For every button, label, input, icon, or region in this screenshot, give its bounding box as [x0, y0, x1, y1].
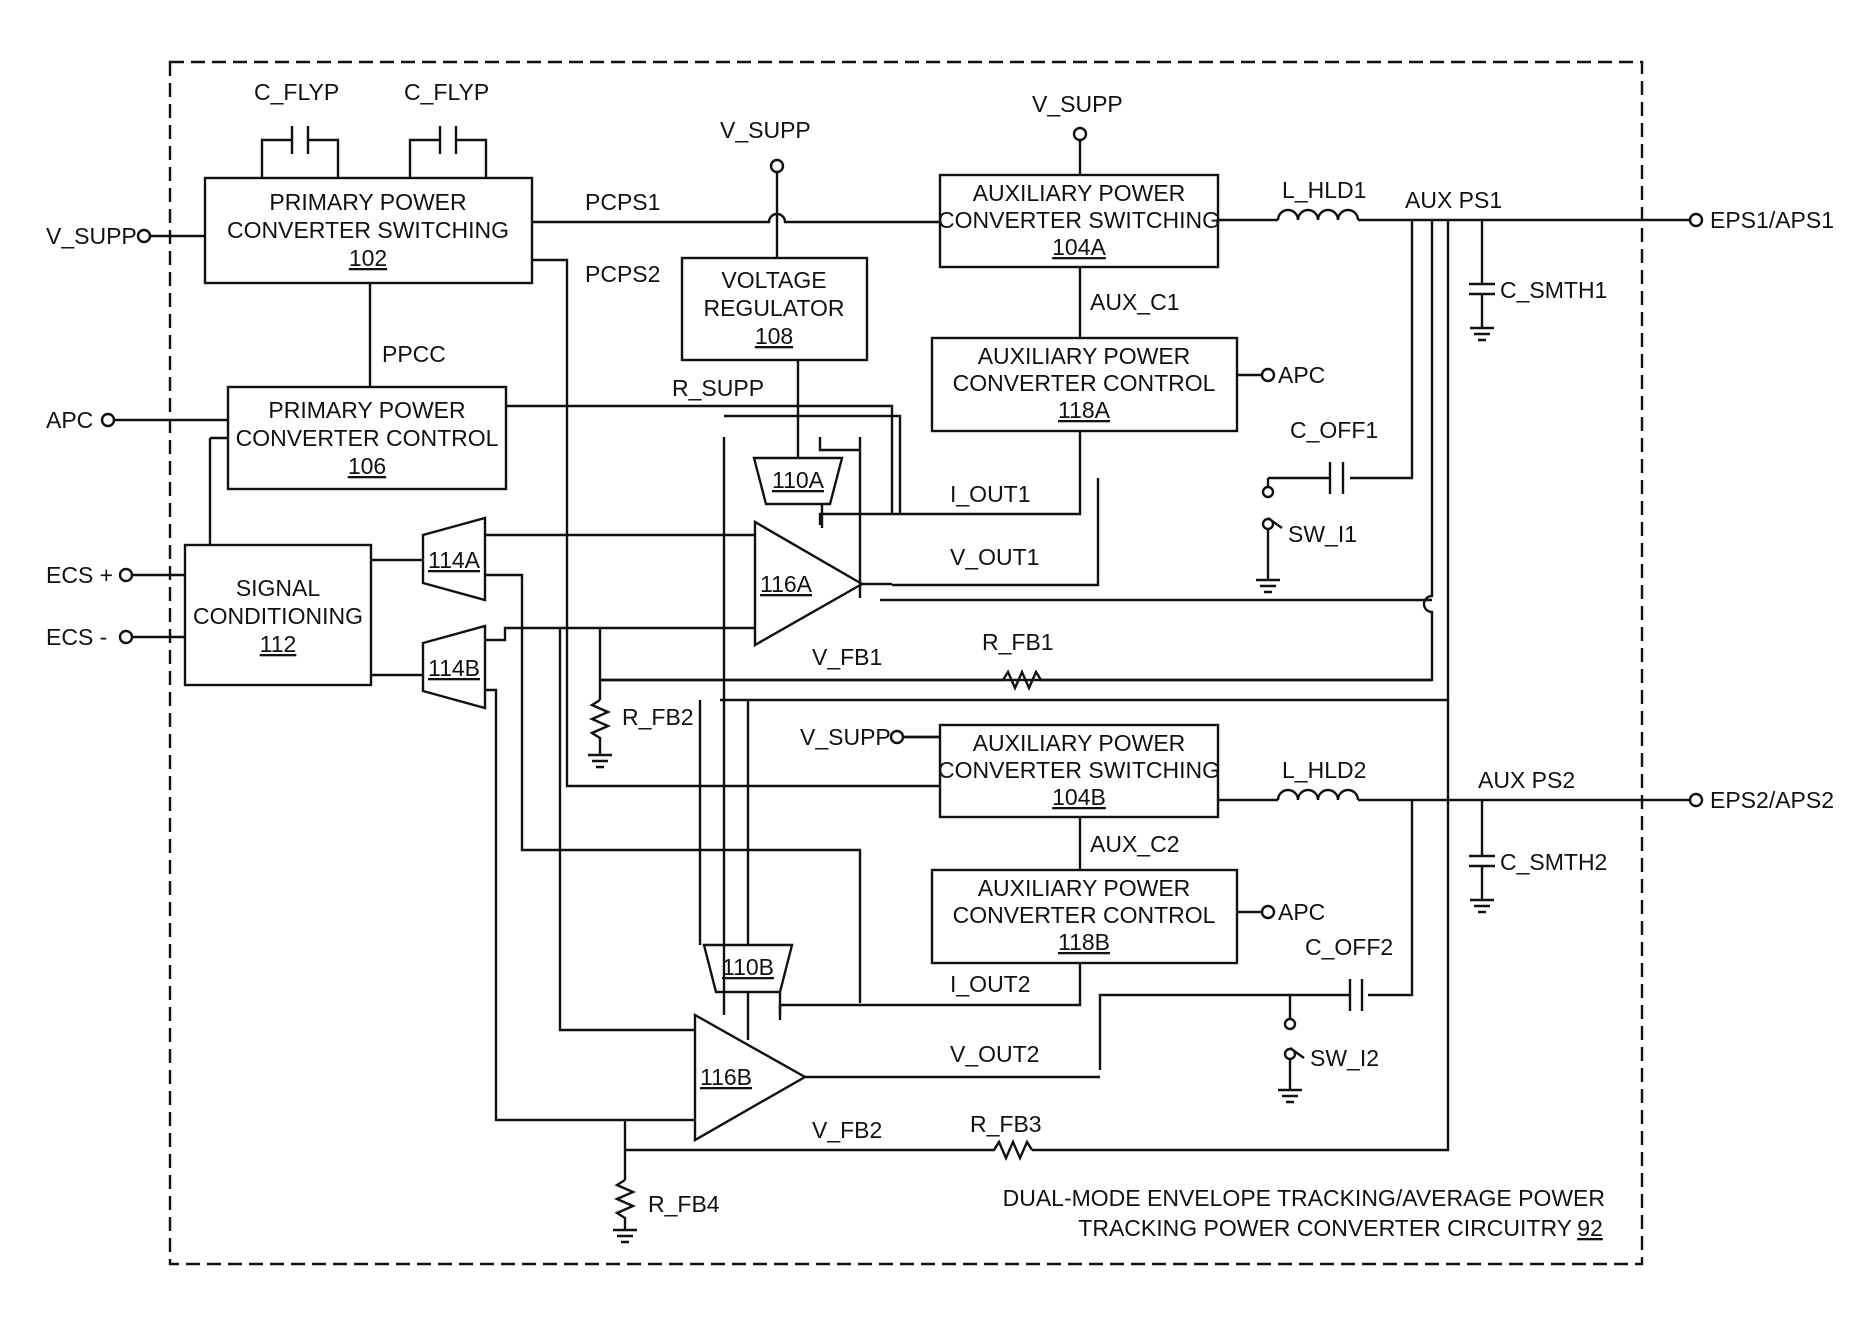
svg-text:118A: 118A [1058, 397, 1111, 423]
eps2-label: EPS2/APS2 [1710, 787, 1834, 813]
svg-text:110B: 110B [722, 954, 774, 980]
svg-text:CONVERTER CONTROL: CONVERTER CONTROL [953, 902, 1216, 928]
r-supp-label: R_SUPP [672, 375, 764, 401]
svg-text:SIGNAL: SIGNAL [236, 575, 321, 601]
v-fb2-label: V_FB2 [812, 1117, 882, 1143]
l-hld1-label: L_HLD1 [1282, 177, 1366, 203]
aux-ps2-label: AUX PS2 [1478, 767, 1575, 793]
svg-text:REGULATOR: REGULATOR [703, 295, 844, 321]
v-supp-aux-label: V_SUPP [1032, 91, 1123, 117]
svg-text:104B: 104B [1052, 784, 1106, 810]
svg-text:112: 112 [260, 631, 297, 657]
pcps2-label: PCPS2 [585, 261, 660, 287]
l-hld2-label: L_HLD2 [1282, 757, 1366, 783]
c-off1-label: C_OFF1 [1290, 417, 1378, 443]
svg-text:108: 108 [755, 323, 793, 349]
svg-text:110A: 110A [772, 467, 825, 493]
c-flyp-1-label: C_FLYP [254, 79, 339, 105]
apc-right-b-label: APC [1278, 899, 1325, 925]
v-out1-label: V_OUT1 [950, 544, 1039, 570]
sw-i1-label: SW_I1 [1288, 521, 1357, 547]
primary-power-converter-switching-block: PRIMARY POWER CONVERTER SWITCHING 102 [205, 178, 532, 283]
v-supp-left-label: V_SUPP [46, 223, 137, 249]
mux-110b: 110B [704, 945, 792, 992]
svg-text:CONVERTER SWITCHING: CONVERTER SWITCHING [938, 757, 1220, 783]
r-fb2-label: R_FB2 [622, 704, 694, 730]
pcps1-label: PCPS1 [585, 189, 660, 215]
svg-text:CONVERTER CONTROL: CONVERTER CONTROL [236, 425, 499, 451]
aux-ps1-label: AUX PS1 [1405, 187, 1502, 213]
svg-text:CONVERTER CONTROL: CONVERTER CONTROL [953, 370, 1216, 396]
svg-text:DUAL-MODE ENVELOPE TRACKING/AV: DUAL-MODE ENVELOPE TRACKING/AVERAGE POWE… [1003, 1185, 1605, 1211]
svg-text:CONVERTER SWITCHING: CONVERTER SWITCHING [938, 207, 1220, 233]
svg-text:114A: 114A [428, 547, 481, 573]
svg-text:104A: 104A [1052, 234, 1106, 260]
svg-text:102: 102 [349, 245, 387, 271]
v-out2-label: V_OUT2 [950, 1041, 1039, 1067]
i-out2-label: I_OUT2 [950, 971, 1031, 997]
auxiliary-power-converter-switching-104a-block: AUXILIARY POWER CONVERTER SWITCHING 104A [938, 175, 1220, 267]
svg-text:PRIMARY POWER: PRIMARY POWER [268, 397, 465, 423]
c-smth2-label: C_SMTH2 [1500, 849, 1607, 875]
r-fb1-label: R_FB1 [982, 629, 1054, 655]
eps1-label: EPS1/APS1 [1710, 207, 1834, 233]
v-supp-mid-label: V_SUPP [720, 117, 811, 143]
mux-114a: 114A [423, 518, 485, 600]
auxiliary-power-converter-control-118b-block: AUXILIARY POWER CONVERTER CONTROL 118B [932, 870, 1237, 963]
apc-right-a-label: APC [1278, 362, 1325, 388]
r-fb3-label: R_FB3 [970, 1111, 1042, 1137]
mux-110a: 110A [754, 458, 842, 504]
aux-c2-label: AUX_C2 [1090, 831, 1179, 857]
v-fb1-label: V_FB1 [812, 644, 882, 670]
amplifier-116b: 116B [695, 1015, 805, 1140]
svg-text:116A: 116A [760, 571, 813, 597]
auxiliary-power-converter-control-118a-block: AUXILIARY POWER CONVERTER CONTROL 118A [932, 338, 1237, 431]
svg-text:CONVERTER SWITCHING: CONVERTER SWITCHING [227, 217, 509, 243]
svg-text:114B: 114B [428, 655, 480, 681]
svg-text:PRIMARY POWER: PRIMARY POWER [269, 189, 466, 215]
ecs-plus-label: ECS + [46, 562, 113, 588]
svg-text:AUXILIARY POWER: AUXILIARY POWER [973, 180, 1186, 206]
apc-left-label: APC [46, 407, 93, 433]
voltage-regulator-block: VOLTAGE REGULATOR 108 [682, 258, 867, 360]
diagram-caption: DUAL-MODE ENVELOPE TRACKING/AVERAGE POWE… [1003, 1185, 1605, 1241]
mux-114b: 114B [423, 626, 485, 708]
signal-conditioning-block: SIGNAL CONDITIONING 112 [185, 545, 371, 685]
primary-power-converter-control-block: PRIMARY POWER CONVERTER CONTROL 106 [228, 387, 506, 489]
i-out1-label: I_OUT1 [950, 481, 1031, 507]
svg-text:118B: 118B [1058, 929, 1110, 955]
svg-text:92: 92 [1577, 1215, 1603, 1241]
svg-text:VOLTAGE: VOLTAGE [721, 267, 826, 293]
v-supp-aux-b-label: V_SUPP [800, 724, 891, 750]
svg-text:116B: 116B [700, 1064, 752, 1090]
c-smth1-label: C_SMTH1 [1500, 277, 1607, 303]
svg-text:AUXILIARY POWER: AUXILIARY POWER [973, 730, 1186, 756]
sw-i2-label: SW_I2 [1310, 1045, 1379, 1071]
svg-text:AUXILIARY POWER: AUXILIARY POWER [978, 343, 1191, 369]
c-flyp-2-label: C_FLYP [404, 79, 489, 105]
aux-c1-label: AUX_C1 [1090, 289, 1179, 315]
ecs-minus-label: ECS - [46, 624, 107, 650]
svg-text:106: 106 [348, 453, 386, 479]
amplifier-116a: 116A [755, 522, 862, 645]
r-fb4-label: R_FB4 [648, 1191, 720, 1217]
svg-text:TRACKING POWER CONVERTER CIRCU: TRACKING POWER CONVERTER CIRCUITRY [1078, 1215, 1572, 1241]
svg-text:CONDITIONING: CONDITIONING [193, 603, 363, 629]
auxiliary-power-converter-switching-104b-block: AUXILIARY POWER CONVERTER SWITCHING 104B [938, 725, 1220, 817]
svg-text:AUXILIARY POWER: AUXILIARY POWER [978, 875, 1191, 901]
c-off2-label: C_OFF2 [1305, 934, 1393, 960]
ppcc-label: PPCC [382, 341, 446, 367]
